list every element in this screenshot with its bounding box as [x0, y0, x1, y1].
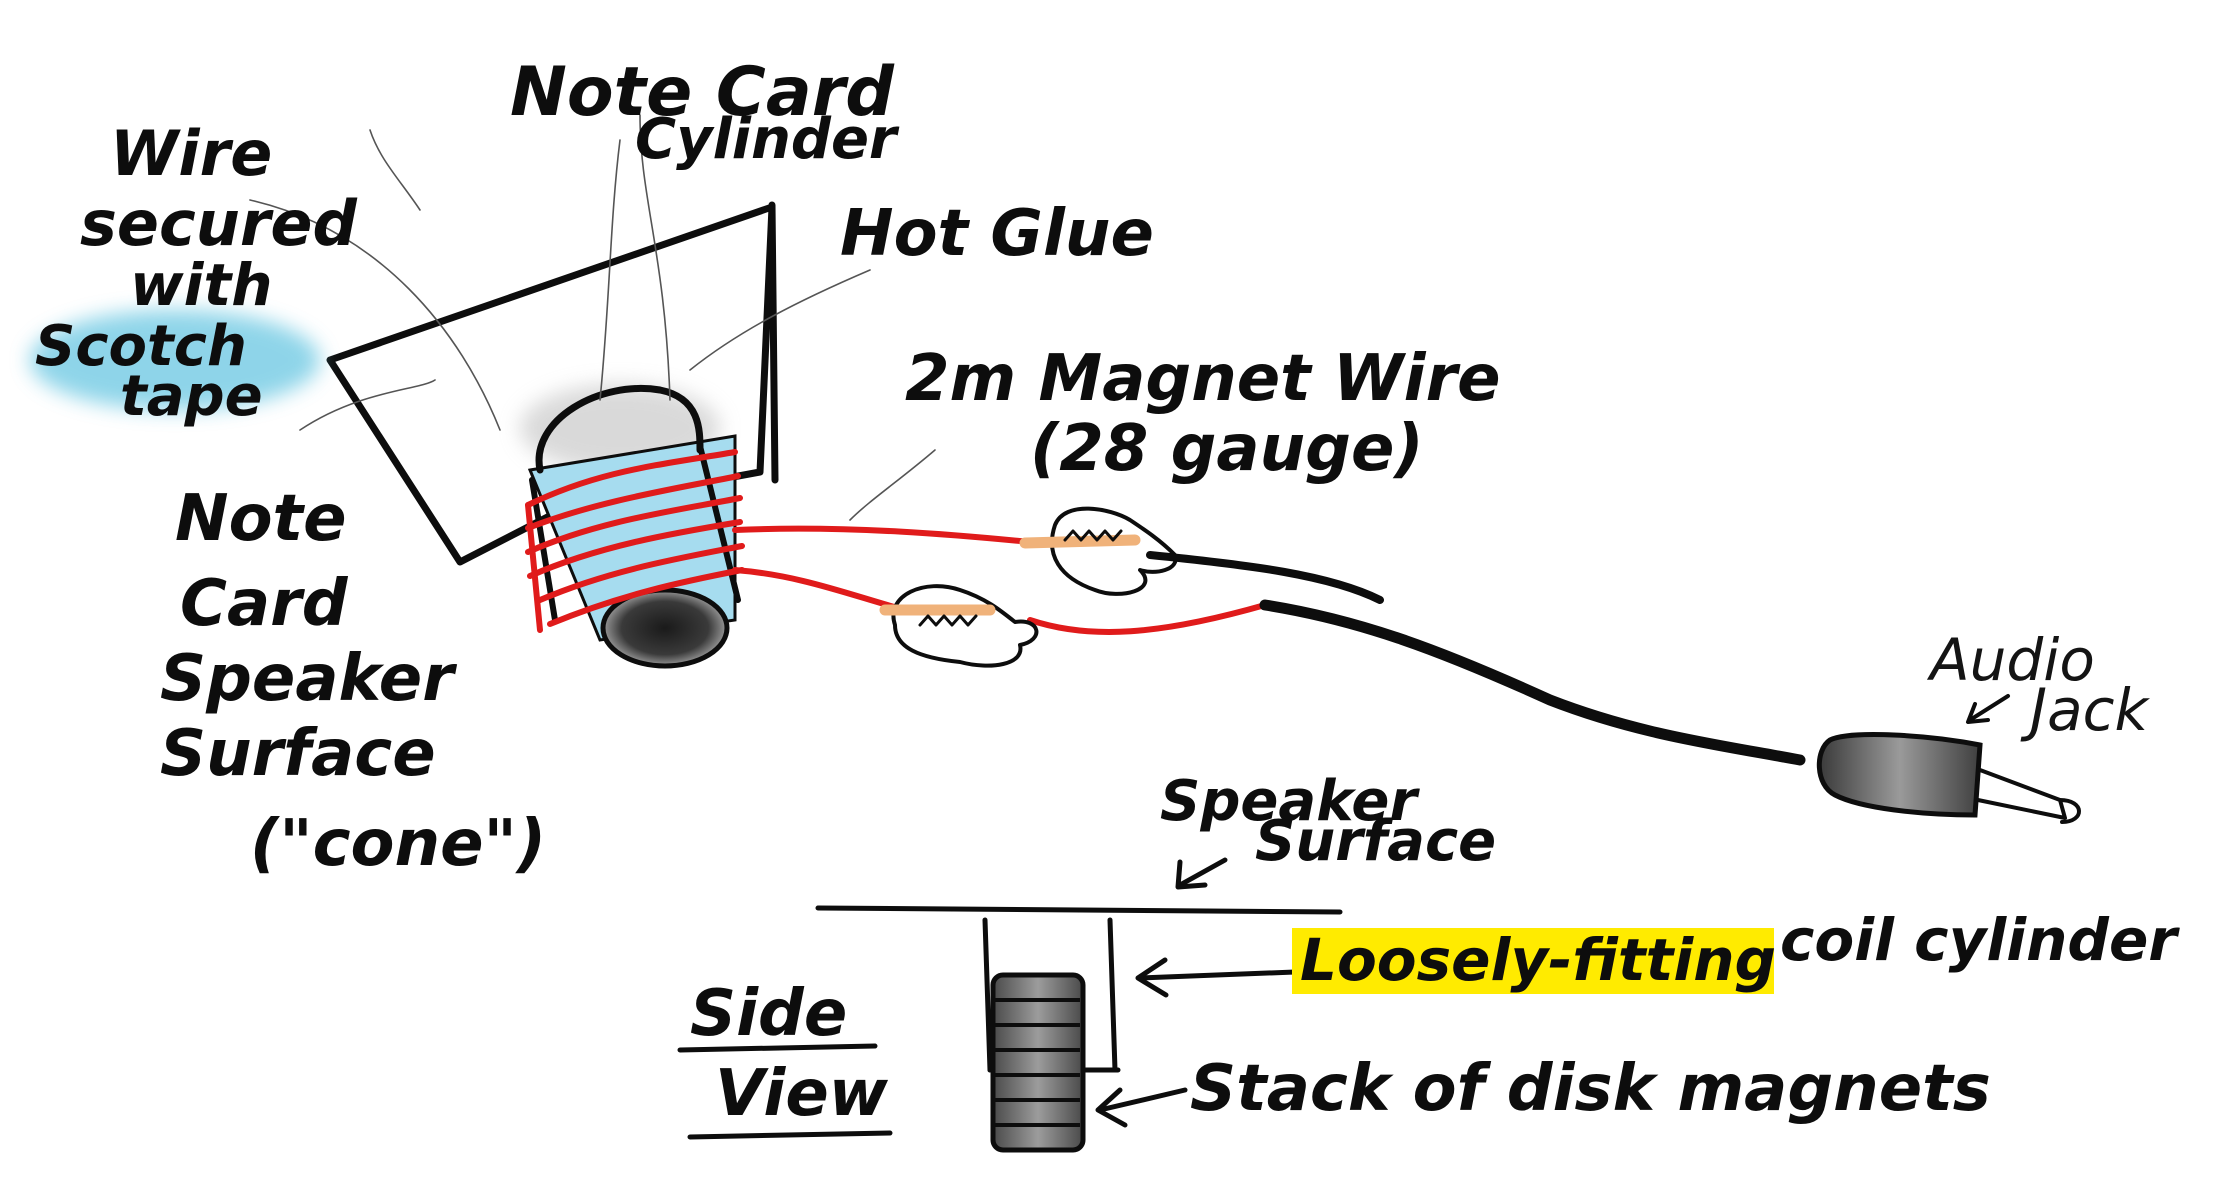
svg-text:2m Magnet Wire: 2m Magnet Wire: [905, 342, 1501, 416]
label-loosely-fitting: Loosely-fitting: [1300, 926, 1776, 994]
label-speaker-surface: Speaker Surface: [1160, 769, 1496, 874]
arrow-magnets: [1095, 1087, 1188, 1128]
arrow-audio-jack: [1966, 694, 2010, 724]
svg-text:("cone"): ("cone"): [250, 807, 546, 881]
arrow-speaker-surface: [1175, 857, 1228, 890]
label-hot-glue: Hot Glue: [840, 197, 1154, 271]
label-audio-jack: Audio Jack: [1926, 626, 2151, 744]
audio-jack: [1816, 732, 2081, 824]
svg-text:Surface: Surface: [1255, 809, 1496, 874]
svg-text:Side: Side: [690, 977, 847, 1051]
svg-text:(28 gauge): (28 gauge): [1030, 412, 1424, 486]
svg-text:Audio: Audio: [1926, 626, 2095, 694]
svg-text:Speaker: Speaker: [1160, 769, 1420, 834]
svg-text:View: View: [715, 1057, 889, 1131]
arrow-coil-cylinder: [1135, 957, 1298, 998]
svg-text:Card: Card: [180, 567, 349, 641]
label-scotch-tape: Scotch tape: [35, 314, 263, 429]
svg-text:Speaker: Speaker: [160, 642, 457, 716]
scotch-tape-highlight: [30, 310, 320, 410]
loosely-fitting-highlight: [1292, 928, 1774, 994]
solder-joint-bottom: [879, 584, 1039, 668]
label-stack-of-magnets: Stack of disk magnets: [1190, 1052, 1991, 1126]
svg-text:secured: secured: [80, 187, 357, 260]
side-view: [815, 905, 1343, 1153]
red-wires: [732, 525, 1268, 635]
leader-lines: [249, 114, 936, 521]
svg-text:Scotch: Scotch: [35, 314, 247, 379]
label-magnet-wire: 2m Magnet Wire (28 gauge): [905, 342, 1501, 486]
svg-text:Surface: Surface: [160, 717, 436, 791]
solder-joint-top: [1019, 506, 1178, 596]
svg-text:Note: Note: [175, 482, 347, 556]
svg-text:Jack: Jack: [2020, 676, 2151, 744]
svg-text:Cylinder: Cylinder: [635, 107, 900, 172]
coil-end-hole: [600, 587, 730, 669]
svg-text:with: with: [130, 251, 272, 319]
label-wire-secured: Wire secured with: [80, 117, 357, 319]
label-note-card-cylinder: Note Card Cylinder: [510, 53, 900, 172]
svg-text:Wire: Wire: [110, 117, 272, 190]
label-side-view: Side View: [677, 977, 893, 1140]
audio-cable: [1146, 551, 1806, 766]
label-note-card-speaker: Note Card Speaker Surface ("cone"): [160, 482, 546, 881]
coil-cylinder: [525, 385, 745, 669]
label-coil-cylinder: coil cylinder: [1780, 906, 2180, 974]
svg-text:Note Card: Note Card: [510, 53, 895, 132]
magnet-stack: [990, 972, 1086, 1153]
svg-text:tape: tape: [120, 364, 263, 429]
